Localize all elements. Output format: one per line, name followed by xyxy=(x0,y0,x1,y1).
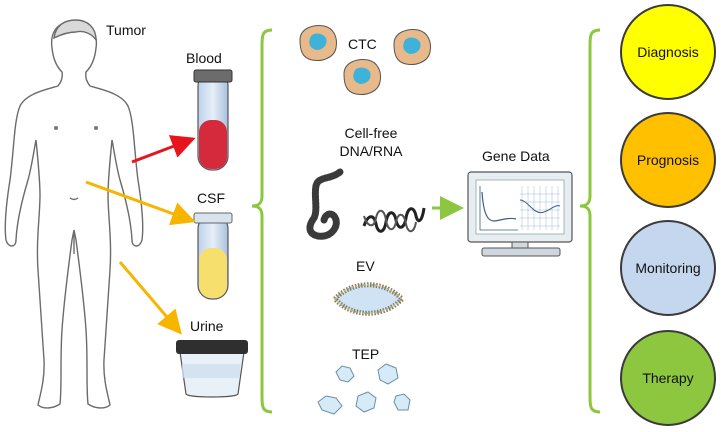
cfdna-label-line2: DNA/RNA xyxy=(339,143,403,159)
outcome-therapy-label: Therapy xyxy=(642,370,694,386)
tep-label: TEP xyxy=(352,346,380,362)
ctc-cells-icon xyxy=(299,25,431,95)
computer-monitor-icon xyxy=(467,171,573,257)
left-bracket xyxy=(251,28,273,414)
outcome-therapy: Therapy xyxy=(620,330,716,426)
tumor-label: Tumor xyxy=(106,22,146,38)
arrow-to-csf xyxy=(85,180,196,226)
tep-platelets-icon xyxy=(317,363,411,415)
outcome-prognosis-label: Prognosis xyxy=(636,152,700,168)
blood-label: Blood xyxy=(186,50,222,66)
gene-data-label: Gene Data xyxy=(482,148,550,164)
arrow-to-urine xyxy=(118,261,182,335)
outcome-diagnosis-label: Diagnosis xyxy=(637,44,699,60)
ctc-label: CTC xyxy=(348,36,377,52)
cfdna-label: Cell-free DNA/RNA xyxy=(326,124,416,160)
csf-tube-icon xyxy=(193,212,233,300)
right-bracket xyxy=(579,28,601,414)
blood-tube-icon xyxy=(193,69,233,171)
outcome-monitoring: Monitoring xyxy=(620,220,716,316)
arrow-to-blood xyxy=(131,135,196,164)
csf-label: CSF xyxy=(197,190,225,206)
cfdna-icon xyxy=(306,168,426,240)
cfdna-label-line1: Cell-free xyxy=(344,125,398,141)
human-body-icon xyxy=(4,19,144,409)
ev-label: EV xyxy=(356,258,375,274)
ev-vesicle-icon xyxy=(331,282,406,316)
urine-cup-icon xyxy=(176,340,248,398)
outcome-monitoring-label: Monitoring xyxy=(635,260,701,276)
outcome-diagnosis: Diagnosis xyxy=(620,4,716,100)
urine-label: Urine xyxy=(190,318,224,334)
outcome-prognosis: Prognosis xyxy=(620,112,716,208)
